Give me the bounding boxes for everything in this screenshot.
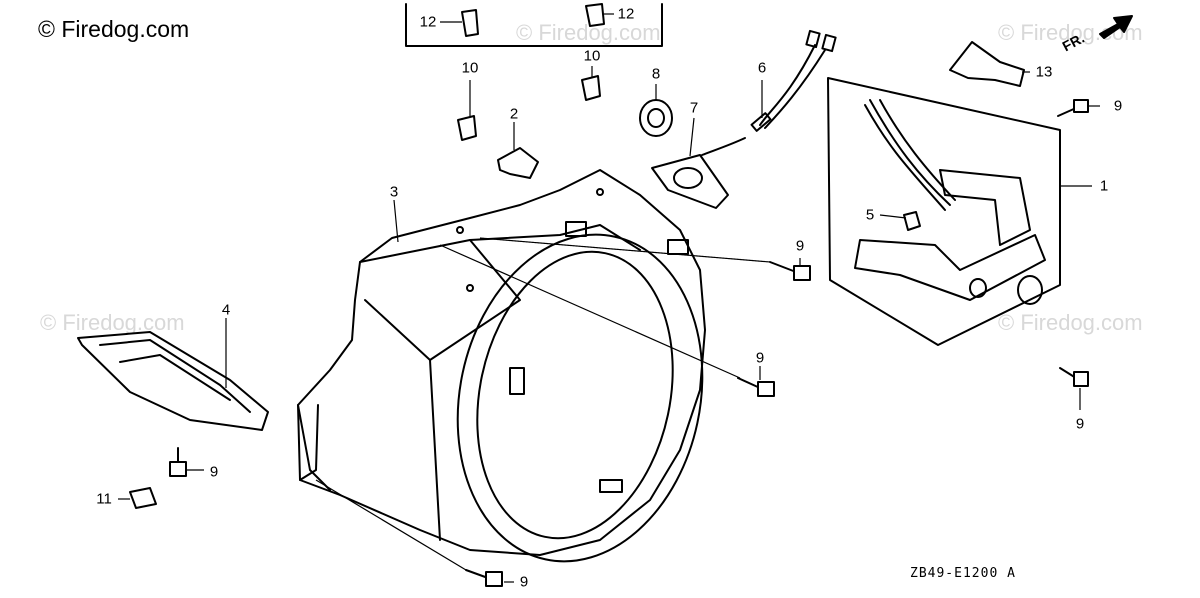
control-box-part-1 — [827, 77, 1061, 346]
callout-part-4: 4 — [221, 301, 231, 319]
callout-part-12: 12 — [419, 13, 437, 31]
clip-part-11 — [129, 487, 157, 509]
callout-part-10: 10 — [461, 59, 479, 77]
group-bracket — [405, 3, 663, 47]
callout-part-1: 1 — [1099, 177, 1109, 195]
clip-part-12a — [461, 9, 479, 37]
bolt-part-9 — [169, 447, 187, 477]
callout-part-9: 9 — [755, 349, 765, 367]
callout-part-9: 9 — [209, 463, 219, 481]
front-direction-arrow — [1099, 15, 1133, 39]
callout-part-5: 5 — [865, 206, 875, 224]
grommet-part-8 — [639, 99, 673, 137]
callout-part-9: 9 — [795, 237, 805, 255]
fan-cover-part-3 — [297, 169, 706, 563]
callout-part-8: 8 — [651, 65, 661, 83]
clip-part-5 — [903, 211, 921, 231]
callout-part-12: 12 — [617, 5, 635, 23]
clip-part-10b — [581, 75, 601, 101]
copyright-text: © Firedog.com — [38, 16, 190, 42]
callout-part-2: 2 — [509, 105, 519, 123]
callout-part-13: 13 — [1035, 63, 1053, 81]
bolt-part-9 — [1059, 367, 1089, 387]
callout-part-7: 7 — [689, 99, 699, 117]
bolt-part-9 — [769, 261, 811, 281]
callout-part-3: 3 — [389, 183, 399, 201]
guide-plate-part-4 — [77, 331, 269, 431]
watermark: © Firedog.com — [998, 310, 1143, 335]
watermark: © Firedog.com — [516, 20, 661, 45]
bolt-part-9 — [737, 377, 775, 397]
clamp-part-13 — [949, 41, 1025, 87]
callout-part-6: 6 — [757, 59, 767, 77]
clip-part-10a — [457, 115, 477, 141]
diagram-code: ZB49-E1200 A — [910, 566, 1016, 581]
leader-lines — [118, 13, 1100, 583]
switch-part-7 — [651, 137, 746, 209]
wire-harness-part-6 — [750, 29, 837, 132]
callout-part-10: 10 — [583, 47, 601, 65]
callout-part-9: 9 — [1075, 415, 1085, 433]
clip-part-12b — [585, 3, 605, 27]
bolt-part-9 — [1057, 99, 1089, 117]
callout-part-9: 9 — [519, 573, 529, 591]
callout-part-11: 11 — [96, 490, 112, 508]
watermark: © Firedog.com — [40, 310, 185, 335]
bolt-part-9 — [465, 569, 503, 587]
clamp-part-2 — [497, 147, 539, 179]
callout-part-9: 9 — [1113, 97, 1123, 115]
